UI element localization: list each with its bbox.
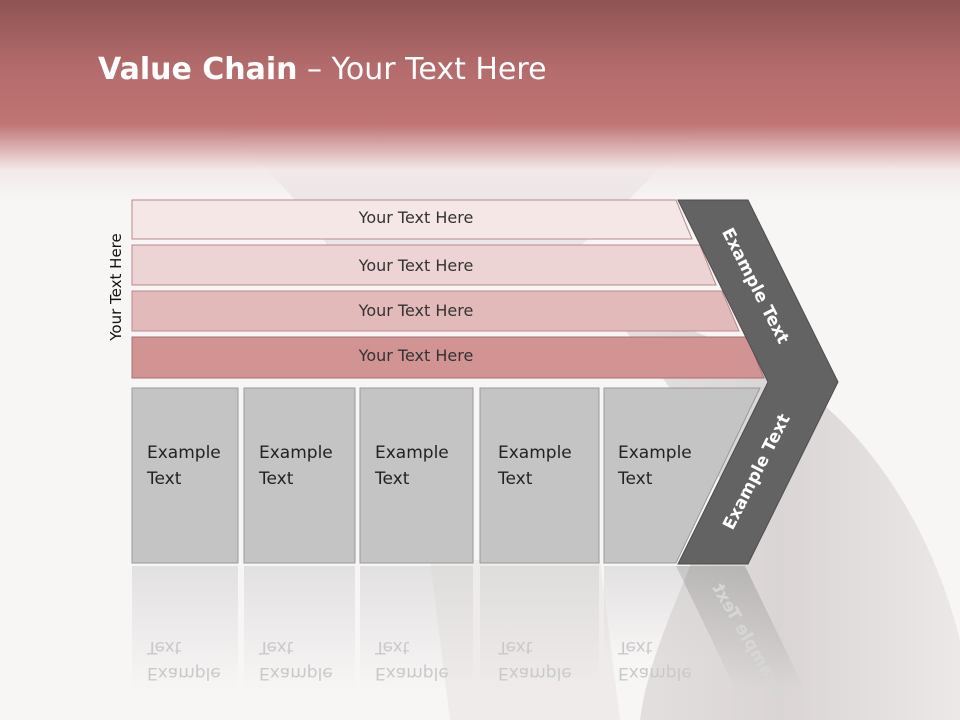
slide-title: Value Chain – Your Text Here [98, 52, 547, 87]
cell-mirror-2-line2: Text [259, 637, 294, 657]
cell-label-3-line1: Example [375, 443, 449, 463]
cell-label-3-line2: Text [375, 469, 410, 489]
cell-box-3 [359, 387, 474, 564]
row-bar-3 [131, 290, 740, 332]
cell-mirror-1: Example Text [147, 634, 221, 686]
cell-mirror-3: Example Text [375, 634, 449, 686]
cell-label-1-line2: Text [147, 469, 182, 489]
cell-reflection-5 [604, 566, 720, 660]
cell-label-4-line1: Example [498, 443, 572, 463]
row-bar-2 [131, 244, 717, 286]
row-bar-4 [131, 336, 765, 379]
cell-label-4-line2: Text [498, 469, 533, 489]
cell-label-5-line1: Example [618, 443, 692, 463]
cell-mirror-1-line2: Text [147, 637, 182, 657]
cell-mirror-3-line1: Example [375, 663, 449, 683]
cell-mirror-4: Example Text [498, 634, 572, 686]
cell-reflection-1 [132, 566, 238, 691]
cell-box-1 [131, 387, 239, 564]
title-rest: – Your Text Here [297, 52, 547, 87]
cell-mirror-2-line1: Example [259, 663, 333, 683]
cell-reflection-3 [360, 566, 473, 691]
cell-mirror-4-line2: Text [498, 637, 533, 657]
cell-box-4 [479, 387, 600, 564]
header-band [0, 0, 960, 200]
chevron-arrow [677, 199, 839, 565]
row-bar-1 [131, 199, 693, 240]
row-label-3: Your Text Here [358, 301, 474, 320]
cell-mirror-2: Example Text [259, 634, 333, 686]
cell-box-2 [243, 387, 356, 564]
cell-label-5-line2: Text [618, 469, 653, 489]
cell-mirror-4-line1: Example [498, 663, 572, 683]
cell-mirror-5-line2: Text [618, 637, 653, 657]
cell-reflection-2 [244, 566, 355, 691]
cell-label-1-line1: Example [147, 443, 221, 463]
cell-reflection-4 [480, 566, 599, 691]
cell-mirror-3-line2: Text [375, 637, 410, 657]
arrow-reflection [676, 566, 805, 690]
row-label-2: Your Text Here [358, 256, 474, 275]
cell-mirror-5-line1: Example [618, 663, 692, 683]
cell-box-5 [603, 387, 761, 564]
cell-mirror-1-line1: Example [147, 663, 221, 683]
title-bold: Value Chain [98, 52, 298, 87]
row-label-4: Your Text Here [358, 346, 474, 365]
row-label-1: Your Text Here [358, 208, 474, 227]
cell-label-2-line2: Text [259, 469, 294, 489]
cell-mirror-5: Example Text [618, 634, 692, 686]
cell-label-2-line1: Example [259, 443, 333, 463]
